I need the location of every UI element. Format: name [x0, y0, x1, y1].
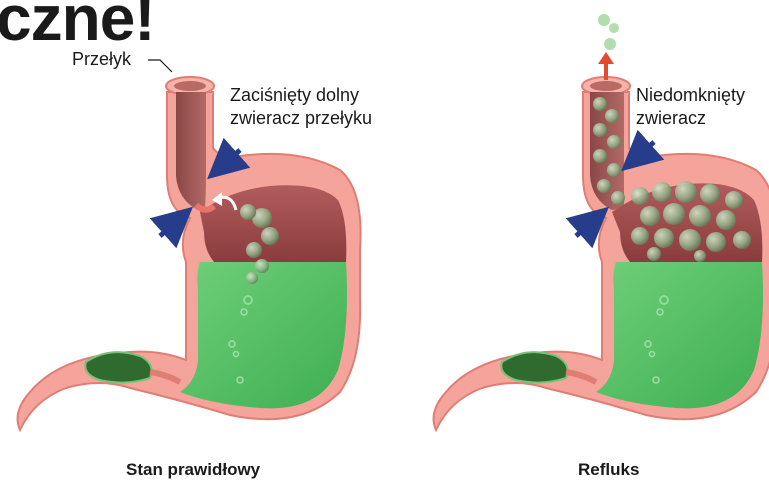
label-sphincter-open-line1: Niedomknięty: [636, 84, 745, 107]
arrow-left-icon: [576, 220, 594, 236]
esophagus-pointer: [148, 60, 172, 72]
pylorus: [85, 352, 151, 382]
label-sphincter-open: Niedomknięty zwieracz: [636, 84, 745, 131]
pylorus: [501, 352, 567, 382]
label-sphincter-closed-line2: zwieracz przełyku: [230, 107, 372, 130]
esophagus-lumen: [176, 92, 206, 210]
stomach-reflux: [434, 14, 769, 430]
caption-reflux: Refluks: [578, 460, 639, 480]
escaping-bubbles: [598, 14, 619, 50]
stomach-acid: [596, 262, 763, 408]
label-sphincter-closed: Zaciśnięty dolny zwieracz przełyku: [230, 84, 372, 131]
label-sphincter-open-line2: zwieracz: [636, 107, 745, 130]
stomach-acid: [180, 262, 347, 408]
label-esophagus: Przełyk: [72, 48, 131, 71]
label-sphincter-closed-line1: Zaciśnięty dolny: [230, 84, 372, 107]
caption-normal: Stan prawidłowy: [126, 460, 260, 480]
arrow-left-icon: [160, 220, 178, 236]
